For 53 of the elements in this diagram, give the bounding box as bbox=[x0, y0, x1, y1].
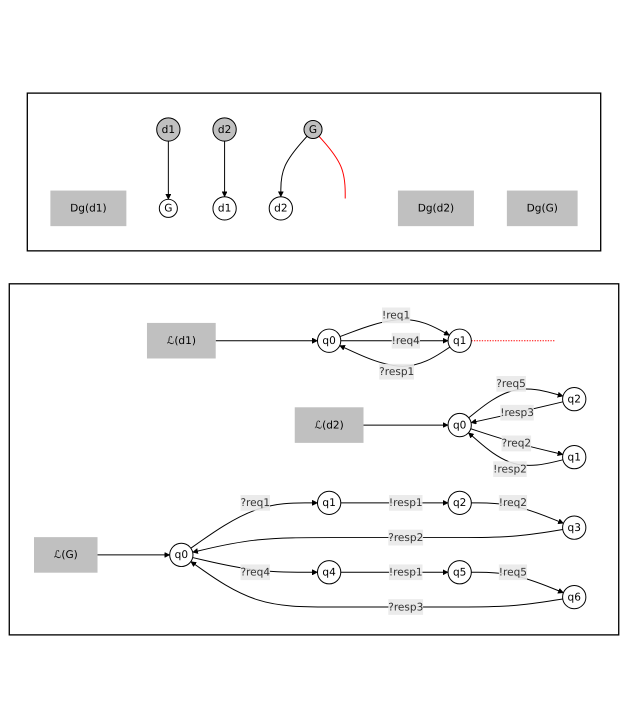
node-circle: q4 bbox=[317, 560, 342, 584]
edge-label: !req4 bbox=[392, 334, 420, 347]
edge-label: !req5 bbox=[498, 566, 528, 578]
node-circle: q2 bbox=[562, 387, 586, 412]
arrow bbox=[278, 136, 308, 197]
edge-label: !req1 bbox=[382, 308, 410, 322]
arrow bbox=[192, 529, 564, 554]
edge-label: ?req1 bbox=[240, 496, 270, 509]
arrow bbox=[470, 401, 564, 424]
edge-label: ?resp2 bbox=[388, 530, 424, 544]
node-circle: q1 bbox=[562, 445, 586, 470]
arrow bbox=[363, 422, 448, 428]
cluster bbox=[8, 283, 620, 636]
node-circle: q1 bbox=[317, 490, 342, 515]
edge-label: ?req4 bbox=[240, 566, 270, 578]
edge-label: !resp2 bbox=[493, 462, 527, 476]
node-circle: q2 bbox=[448, 490, 472, 515]
node-circle: q6 bbox=[562, 584, 586, 610]
arrow bbox=[222, 140, 228, 197]
edge-label: !resp3 bbox=[500, 406, 534, 419]
node-circle: d1 bbox=[156, 117, 180, 142]
cluster bbox=[26, 92, 602, 252]
node-box: ℒ(d2) bbox=[294, 407, 364, 443]
arrow bbox=[468, 432, 564, 466]
edge-label: ?req2 bbox=[502, 436, 532, 450]
connector bbox=[470, 340, 555, 342]
arrow bbox=[97, 552, 170, 558]
node-circle: d2 bbox=[268, 196, 293, 220]
node-circle: q0 bbox=[317, 328, 342, 353]
edge-label: ?req5 bbox=[496, 377, 526, 390]
node-box: Dg(d1) bbox=[50, 190, 126, 226]
node-box: ℒ(G) bbox=[34, 537, 98, 573]
edge-label: ?resp1 bbox=[379, 365, 414, 378]
arrow bbox=[165, 140, 172, 200]
connector bbox=[318, 136, 346, 199]
node-circle: G bbox=[158, 198, 178, 218]
node-circle: q1 bbox=[448, 328, 472, 353]
node-circle: q0 bbox=[448, 412, 472, 438]
edge-label: !resp1 bbox=[388, 496, 423, 509]
node-box: ℒ(d1) bbox=[146, 322, 216, 358]
node-circle: q3 bbox=[562, 516, 586, 540]
node-circle: d2 bbox=[212, 117, 237, 142]
node-circle: q0 bbox=[169, 542, 194, 568]
edge-label: !resp1 bbox=[388, 566, 423, 578]
node-box: Dg(d2) bbox=[398, 190, 474, 226]
arrow bbox=[470, 428, 564, 456]
node-circle: d1 bbox=[212, 196, 237, 220]
node-box: Dg(G) bbox=[506, 190, 578, 226]
arrow bbox=[215, 338, 318, 344]
edge-label: !req2 bbox=[498, 496, 528, 509]
node-circle: G bbox=[304, 120, 323, 139]
edge-label: ?resp3 bbox=[388, 600, 424, 613]
node-circle: q5 bbox=[448, 560, 472, 584]
